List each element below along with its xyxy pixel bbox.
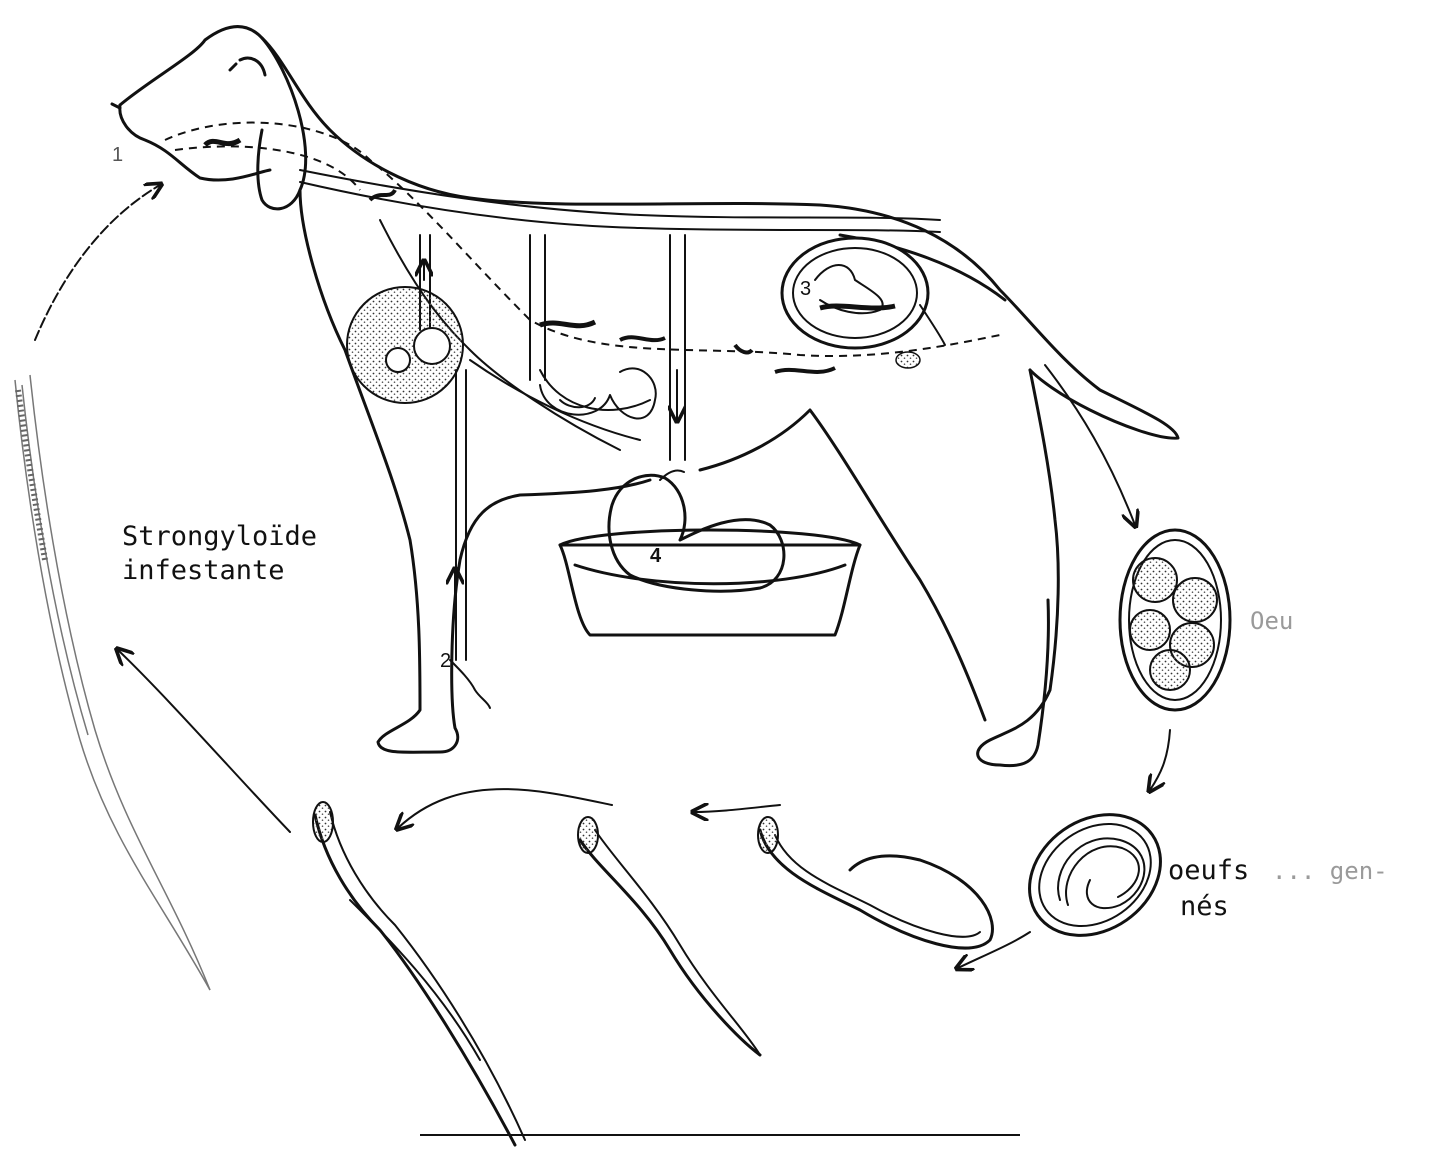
heart-chamber	[414, 328, 450, 364]
skin-larva	[450, 660, 490, 708]
larva-stage-2	[578, 817, 760, 1055]
egg-label: Oeu	[1250, 608, 1293, 634]
larva-stage-1	[758, 817, 992, 948]
marker-4: 4	[650, 545, 661, 567]
larva-label-line2: infestante	[122, 556, 285, 586]
heart-chamber-small	[386, 348, 410, 372]
embryonated-label-suffix: ... gen-	[1272, 858, 1388, 884]
marker-2: 2	[440, 650, 451, 672]
larva-stage-3	[313, 802, 525, 1145]
puppy-in-basket	[560, 470, 860, 635]
marker-3: 3	[800, 278, 811, 300]
marker-1: 1	[112, 144, 123, 166]
infective-larva	[15, 375, 210, 990]
embryonated-label-line2: nés	[1180, 892, 1229, 922]
larva-label-line1: Strongyloïde	[122, 522, 317, 552]
embryonated-label-line1: oeufs	[1168, 856, 1249, 886]
embryonated-egg	[1006, 790, 1184, 960]
dog-outline	[112, 26, 1178, 765]
egg-illustration	[1120, 530, 1230, 710]
